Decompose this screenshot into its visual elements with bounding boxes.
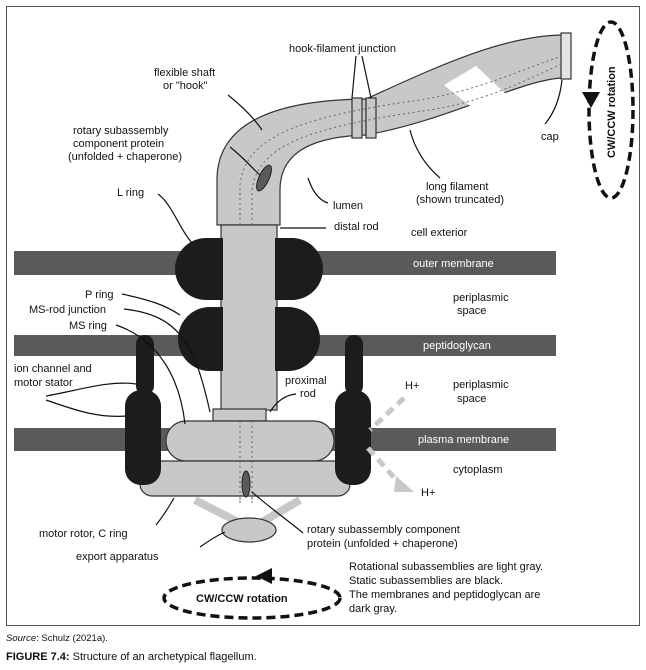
caption-prefix: FIGURE 7.4:: [6, 651, 70, 663]
leader-ms-ring: [115, 324, 186, 425]
leader-cap: [544, 79, 563, 125]
label-long-filament-1: long filament: [426, 181, 488, 193]
proton-flow-bottom: [366, 446, 400, 484]
label-proximal-rod-1: proximal: [285, 375, 327, 387]
label-cap: cap: [541, 131, 559, 143]
label-ion-channel-1: ion channel and: [14, 363, 92, 375]
label-cw-ccw-horizontal: CW/CCW rotation: [196, 593, 288, 605]
export-apparatus: [221, 517, 277, 543]
label-l-ring: L ring: [117, 187, 144, 199]
legend-line-2: Static subassemblies are black.: [349, 575, 503, 587]
source-line: Source: Schulz (2021a).: [6, 633, 108, 644]
legend-line-3: The membranes and peptidoglycan are: [349, 589, 540, 601]
caption-text: Structure of an archetypical flagellum.: [69, 651, 257, 663]
leader-long-filament: [409, 129, 441, 179]
label-periplasmic-1a: periplasmic: [453, 292, 509, 304]
leader-motor-rotor: [155, 497, 175, 526]
rotary-protein-top: [256, 164, 272, 192]
label-rotary-top-1: rotary subassembly: [73, 125, 169, 137]
label-cell-exterior: cell exterior: [411, 227, 468, 239]
leader-proximal-rod: [269, 393, 297, 413]
label-cytoplasm: cytoplasm: [453, 464, 503, 476]
label-ms-ring: MS ring: [69, 320, 107, 332]
label-proximal-rod-2: rod: [300, 388, 316, 400]
leader-l-ring: [157, 193, 193, 244]
label-distal-rod: distal rod: [334, 221, 379, 233]
rotary-protein-bottom: [241, 470, 251, 498]
label-lumen: lumen: [333, 200, 363, 212]
leader-export: [199, 531, 226, 548]
filament-cap: [560, 32, 572, 80]
label-periplasmic-2a: periplasmic: [453, 379, 509, 391]
filament-truncation-gap: [444, 66, 508, 114]
export-strut-left: [193, 496, 240, 526]
export-strut-right: [259, 496, 303, 526]
hook-filament-junction-band-1: [351, 97, 363, 139]
label-long-filament-2: (shown truncated): [416, 194, 504, 206]
leader-ion-up: [45, 382, 137, 397]
leader-junction-1: [351, 55, 357, 99]
label-rotary-bottom-1: rotary subassembly component: [307, 524, 460, 536]
legend-line-4: dark gray.: [349, 603, 397, 615]
label-rotary-bottom-2: protein (unfolded + chaperone): [307, 538, 458, 550]
label-motor-rotor: motor rotor, C ring: [39, 528, 128, 540]
label-ms-rod-junction: MS-rod junction: [29, 304, 106, 316]
stator-right-top: [345, 335, 363, 395]
leader-lumen: [307, 177, 329, 204]
label-plasma-membrane: plasma membrane: [418, 434, 509, 446]
hook-filament-junction-band-2: [365, 97, 377, 139]
label-outer-membrane: outer membrane: [413, 258, 494, 270]
flagellum-diagram: hook-filament junction flexible shaft or…: [14, 20, 635, 620]
label-p-ring: P ring: [85, 289, 114, 301]
stator-left-bottom: [125, 390, 161, 485]
leader-p-ring: [121, 293, 181, 316]
label-peptidoglycan: peptidoglycan: [423, 340, 491, 352]
ms-rod-junction: [212, 408, 267, 422]
proton-arrowhead: [394, 476, 414, 492]
label-h-plus-top: H+: [405, 380, 419, 392]
label-export-apparatus: export apparatus: [76, 551, 159, 563]
rotation-ellipse-vertical: [587, 20, 635, 200]
rotation-arrow-vertical: [582, 92, 600, 108]
label-ion-channel-2: motor stator: [14, 377, 73, 389]
label-h-plus-bottom: H+: [421, 487, 435, 499]
leader-hook: [227, 94, 263, 131]
label-hook-filament-junction: hook-filament junction: [289, 43, 396, 55]
label-rotary-top-3: (unfolded + chaperone): [68, 151, 182, 163]
label-flexible-shaft-1: flexible shaft: [154, 67, 215, 79]
rotation-arrow-horizontal: [256, 568, 272, 584]
source-text: : Schulz (2021a).: [36, 633, 108, 644]
rotation-ellipse-horizontal: [162, 576, 342, 620]
proton-flow-top: [368, 396, 406, 432]
label-rotary-top-2: component protein: [73, 138, 164, 150]
leader-junction-2: [361, 55, 372, 99]
leader-ion-left: [45, 399, 128, 417]
figure-caption: FIGURE 7.4: Structure of an archetypical…: [6, 651, 257, 663]
source-prefix: Source: [6, 633, 37, 644]
rod-through-rings: [223, 238, 275, 371]
label-cw-ccw-vertical: CW/CCW rotation: [606, 66, 618, 158]
leader-rotary-top: [229, 146, 261, 176]
label-periplasmic-1b: space: [457, 305, 486, 317]
stator-left-top: [136, 335, 154, 395]
leader-ms-rod: [123, 308, 211, 413]
leader-rotary-bottom: [251, 491, 304, 534]
stator-right-bottom: [335, 390, 371, 485]
label-flexible-shaft-2: or "hook": [163, 80, 208, 92]
label-periplasmic-2b: space: [457, 393, 486, 405]
ms-ring: [165, 420, 335, 462]
legend-line-1: Rotational subassemblies are light gray.: [349, 561, 543, 573]
